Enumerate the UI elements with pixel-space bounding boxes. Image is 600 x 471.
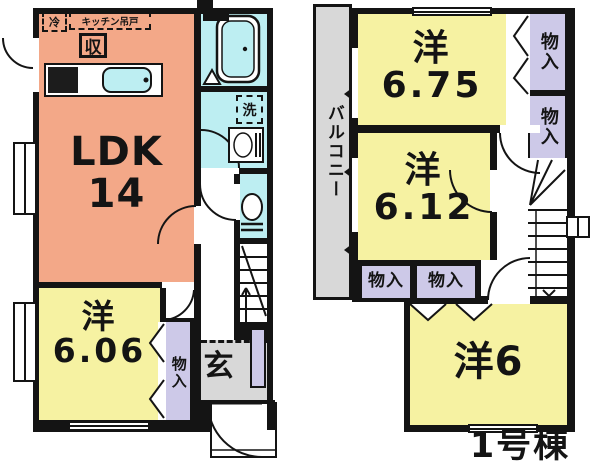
closet-2f-c — [362, 266, 410, 298]
door-gap-612 — [490, 170, 497, 212]
ldk-size: 14 — [87, 170, 146, 217]
hanging-cabinet-box: キッチン吊戸 — [69, 11, 151, 30]
entrance-text: 玄 — [203, 349, 235, 385]
ldk-label: LDK 14 — [39, 129, 194, 217]
folding-door-closet-2f-c — [409, 303, 447, 322]
window-bedroom-left — [13, 302, 37, 382]
door-gap-toilet — [234, 184, 240, 220]
door-arc-612 — [449, 169, 493, 213]
balcony-text: バルコニー — [323, 103, 344, 199]
stove-icon — [48, 67, 78, 93]
fridge-box: 冷 — [42, 11, 67, 32]
door-gap-washroom — [201, 168, 239, 174]
closet-2f-c-label: 物入 — [362, 266, 410, 298]
hallway-1f — [201, 174, 234, 340]
balcony-sash-marks — [344, 88, 352, 256]
washbasin-icon — [228, 127, 264, 163]
closet-1f-label: 物入 — [166, 335, 190, 410]
building-label-text: 1号棟 — [469, 426, 571, 466]
entrance-label: 玄 — [198, 346, 240, 388]
closet-2f-a — [530, 14, 565, 90]
building-label: 1号棟 — [440, 426, 600, 466]
window-6-bottom — [468, 424, 538, 433]
door-arc-kitchen-exterior — [2, 37, 34, 69]
closet-2f-a-label: 物入 — [530, 18, 565, 86]
ldk-name: LDK — [70, 129, 163, 175]
closet-2f-b-text: 物入 — [537, 107, 559, 147]
folding-door-closet-2f-a2 — [512, 57, 529, 95]
room-612-size: 6.12 — [373, 187, 475, 229]
room-western-6 — [410, 304, 567, 425]
door-arc-6 — [487, 257, 531, 301]
room-6-text: 洋6 — [453, 339, 524, 385]
room-western-6-12 — [358, 133, 490, 260]
closet-2f-d — [417, 266, 475, 298]
faucet-icon — [143, 77, 149, 83]
porch — [210, 402, 277, 458]
porch-side-wall — [267, 400, 275, 430]
closet-2f-a-text: 物入 — [537, 32, 559, 72]
closet-2f-b-label: 物入 — [530, 99, 565, 155]
closet-1f-door-strip — [158, 322, 166, 420]
bathtub-icon — [202, 12, 261, 85]
washer-box: 洗 — [236, 95, 263, 124]
window-stairs-right — [566, 216, 590, 238]
window-gap-kitchen — [33, 66, 39, 92]
bath-door-icon — [202, 67, 222, 85]
closet-1f-text: 物入 — [169, 355, 188, 390]
balcony-label: バルコニー — [316, 10, 350, 292]
room-ldk — [39, 14, 194, 282]
door-arc-entrance — [207, 402, 263, 458]
window-gap-612-balcony — [352, 158, 358, 232]
stairs-1f-treads — [240, 245, 267, 330]
folding-door-closet-2f-a — [512, 15, 529, 57]
folding-door-closet-1f — [148, 323, 165, 363]
bedroom-606-name: 洋 — [81, 297, 118, 336]
room-6-label: 洋6 — [410, 339, 567, 385]
door-arc-toilet — [199, 183, 237, 221]
door-arc-675 — [499, 132, 541, 174]
closet-1f — [166, 322, 190, 420]
room-675-size: 6.75 — [381, 65, 483, 107]
closet-2f-d-text: 物入 — [428, 271, 464, 292]
bedroom-606-label: 洋 6.06 — [39, 297, 160, 371]
closet-2f-d-label: 物入 — [417, 266, 475, 298]
door-gap-bedroom — [162, 282, 194, 288]
window-bedroom-bottom — [68, 421, 150, 431]
kitchen-storage-box: 収 — [79, 33, 107, 58]
room-675-name: 洋 — [412, 28, 452, 69]
door-gap-ldk — [194, 206, 201, 244]
door-gap-kitchen-exterior — [33, 38, 39, 68]
window-675-top — [412, 7, 492, 16]
stairs-2f-treads — [528, 159, 567, 298]
shoe-cabinet — [250, 328, 266, 388]
window-ldk-left — [13, 142, 37, 215]
room-612-name: 洋 — [404, 150, 444, 191]
door-arc-ldk — [157, 205, 197, 245]
room-western-6-75 — [358, 14, 506, 125]
folding-door-closet-2f-d — [455, 303, 493, 322]
door-gap-675 — [500, 125, 540, 133]
room-612-label: 洋 6.12 — [358, 152, 490, 227]
vent-mark — [197, 0, 213, 9]
folding-door-closet-1f-2 — [148, 379, 165, 419]
room-western-6-06 — [39, 288, 160, 420]
door-gap-6 — [488, 296, 530, 304]
bedroom-606-size: 6.06 — [52, 331, 147, 371]
washer-label: 洗 — [242, 102, 257, 119]
fridge-label: 冷 — [49, 15, 60, 29]
hanging-cabinet-label: キッチン吊戸 — [81, 16, 139, 28]
window-gap-675-balcony — [352, 48, 358, 118]
kitchen-storage-label: 収 — [84, 38, 102, 58]
closet-2f-c-text: 物入 — [368, 271, 404, 292]
door-arc-bedroom — [163, 289, 195, 321]
room-675-label: 洋 6.75 — [358, 30, 506, 105]
toilet-icon — [241, 193, 263, 232]
